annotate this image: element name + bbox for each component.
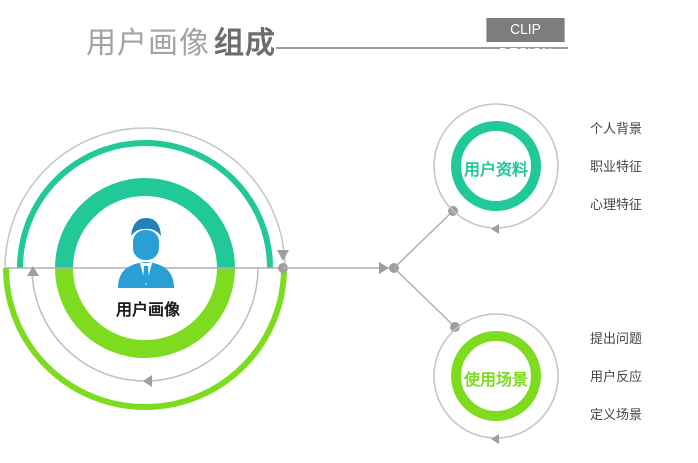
node-ring-scenario [433, 313, 559, 444]
user-avatar-icon [118, 218, 174, 288]
list-item: 定义场景 [590, 408, 643, 423]
scenario-item-list: 提出问题 用户反应 定义场景 [590, 331, 642, 445]
arrow-right-down-marker [277, 250, 289, 261]
arrow-left-up-marker [27, 266, 39, 276]
list-item: 心理特征 [590, 198, 643, 213]
connector-arrow [379, 262, 389, 274]
node-label-profile: 用户资料 [463, 160, 528, 179]
arrow-bottom-left-marker [143, 375, 152, 387]
page-title-bold: 组成 [214, 26, 276, 61]
title-underline [276, 47, 568, 49]
center-teal-thick-arc [55, 178, 235, 269]
profile-item-list: 个人背景 职业特征 心理特征 [590, 121, 642, 235]
outer-teal-arc-top [17, 140, 273, 269]
list-item: 提出问题 [590, 332, 643, 347]
list-item: 职业特征 [590, 160, 643, 175]
center-ring-group [3, 127, 289, 410]
list-item: 个人背景 [590, 122, 643, 137]
node-label-scenario: 使用场景 [463, 370, 528, 389]
list-item: 用户反应 [590, 370, 643, 385]
node-ring-profile [433, 103, 559, 234]
brand-badge: CLIP DESIGN [486, 18, 565, 62]
connector-node-bottom [450, 322, 460, 332]
connectors [278, 206, 460, 332]
page-title-light: 用户画像 [86, 26, 210, 61]
center-label: 用户画像 [115, 300, 180, 319]
center-green-thick-arc [55, 267, 235, 358]
outer-green-arc-bottom [3, 267, 287, 410]
